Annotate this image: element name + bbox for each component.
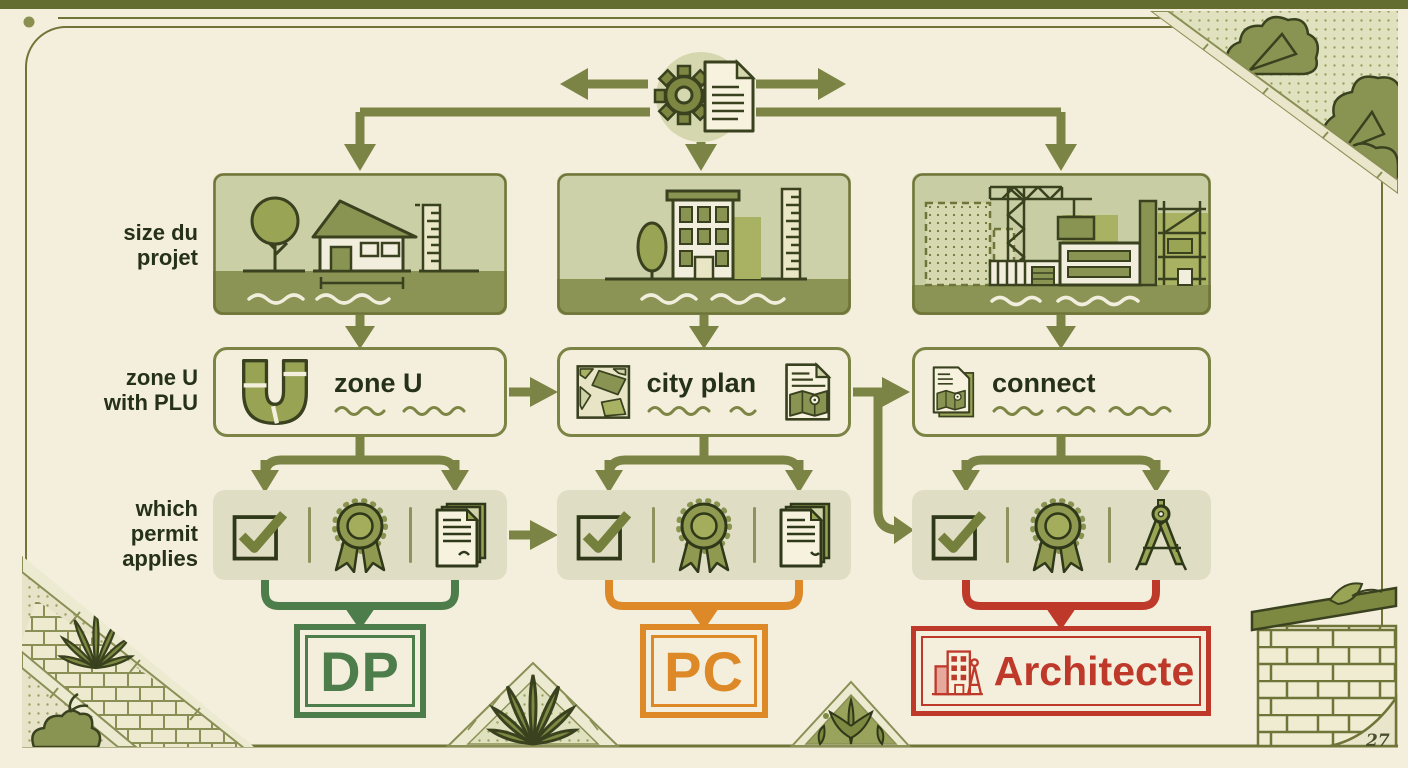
document-map-stack-icon: [932, 366, 975, 418]
apartment-building-scene: [557, 173, 851, 315]
condition-title: connect: [992, 367, 1096, 398]
badge-bracket-pc: [605, 580, 803, 630]
placeholder-squiggles: [334, 405, 466, 416]
result-badge-architecte: Architecte: [911, 626, 1211, 716]
divider: [651, 507, 655, 563]
hub: [653, 52, 757, 142]
badge-bracket-dp: [261, 580, 459, 630]
house-icon: [311, 199, 418, 273]
letter-u-icon: [242, 359, 308, 425]
plant-triangle-b: [789, 680, 912, 747]
building-icon: [665, 189, 741, 281]
bottom-right-brick-wall: [1250, 582, 1398, 748]
ruler-icon: [780, 187, 802, 281]
top-edge-band: [0, 0, 1408, 9]
divider: [753, 507, 757, 563]
checkbox-icon: [931, 511, 987, 561]
crane-icon: [988, 185, 1096, 285]
result-badge-dp: DP: [294, 624, 426, 718]
checkbox-icon: [232, 511, 288, 561]
badge-bracket-architecte: [962, 580, 1160, 630]
documents-icon: [779, 502, 830, 568]
rosette-icon: [331, 498, 388, 573]
scaffolding-icon: [1158, 201, 1206, 286]
background-block: [733, 217, 761, 279]
rosette-icon: [675, 498, 732, 573]
site-buildings: [988, 199, 1158, 287]
divider: [409, 507, 413, 563]
tree-icon: [250, 196, 300, 271]
zone-u-node: zone U: [213, 347, 507, 437]
condition-title: zone U: [334, 367, 423, 398]
divider: [307, 507, 311, 563]
divider: [1107, 507, 1111, 563]
city-plan-node: city plan: [557, 347, 851, 437]
permit-options-panel-architecte: [912, 490, 1211, 580]
top-right-trees-corner: [1150, 11, 1398, 194]
document-map-icon: [784, 362, 832, 421]
small-house-scene: [213, 173, 507, 315]
page-curl: [1329, 694, 1398, 748]
bottom-left-plants-brick-corner: [22, 556, 254, 747]
project-size-house-panel: [213, 173, 507, 315]
building-and-compass-icon: [931, 650, 983, 696]
checkbox-icon: [576, 511, 632, 561]
flow-arrows: [251, 68, 1170, 550]
placeholder-squiggles: [647, 405, 757, 416]
drafting-compass-icon: [1134, 499, 1187, 571]
badge-label-architecte: Architecte: [993, 647, 1195, 694]
connect-node: connect: [912, 347, 1211, 437]
result-badge-pc: PC: [640, 624, 768, 718]
plant-triangle-a: [445, 661, 621, 749]
badge-label-dp: DP: [320, 639, 400, 703]
documents-icon: [435, 502, 486, 568]
arrow-right-icon: [818, 68, 846, 100]
side-label-which-permit: which permit applies: [122, 496, 198, 572]
side-label-zone-plu: zone U with PLU: [103, 365, 198, 416]
tree-icon: [636, 221, 668, 279]
divider: [1006, 507, 1010, 563]
tree-blob-icon: [1225, 15, 1319, 76]
project-size-construction-panel: [912, 173, 1211, 315]
construction-site-scene: [912, 173, 1211, 315]
permit-options-panel-pc: [557, 490, 851, 580]
project-size-building-panel: [557, 173, 851, 315]
rosette-icon: [1030, 498, 1087, 573]
ruler-icon: [415, 203, 442, 273]
sprout-plant-icon: [817, 696, 885, 746]
badge-label-pc: PC: [664, 639, 744, 703]
arrow-left-icon: [560, 68, 588, 100]
placeholder-squiggles: [992, 405, 1172, 416]
page-number: 27: [1366, 731, 1390, 751]
side-label-project-size: size du projet: [123, 220, 198, 271]
condition-title: city plan: [646, 367, 757, 398]
document-icon: [703, 58, 757, 133]
permit-options-panel-dp: [213, 490, 507, 580]
city-map-icon: [576, 365, 631, 419]
measure-line: [319, 277, 405, 289]
bush-icon: [31, 692, 102, 747]
leaf-icon: [1328, 582, 1383, 606]
